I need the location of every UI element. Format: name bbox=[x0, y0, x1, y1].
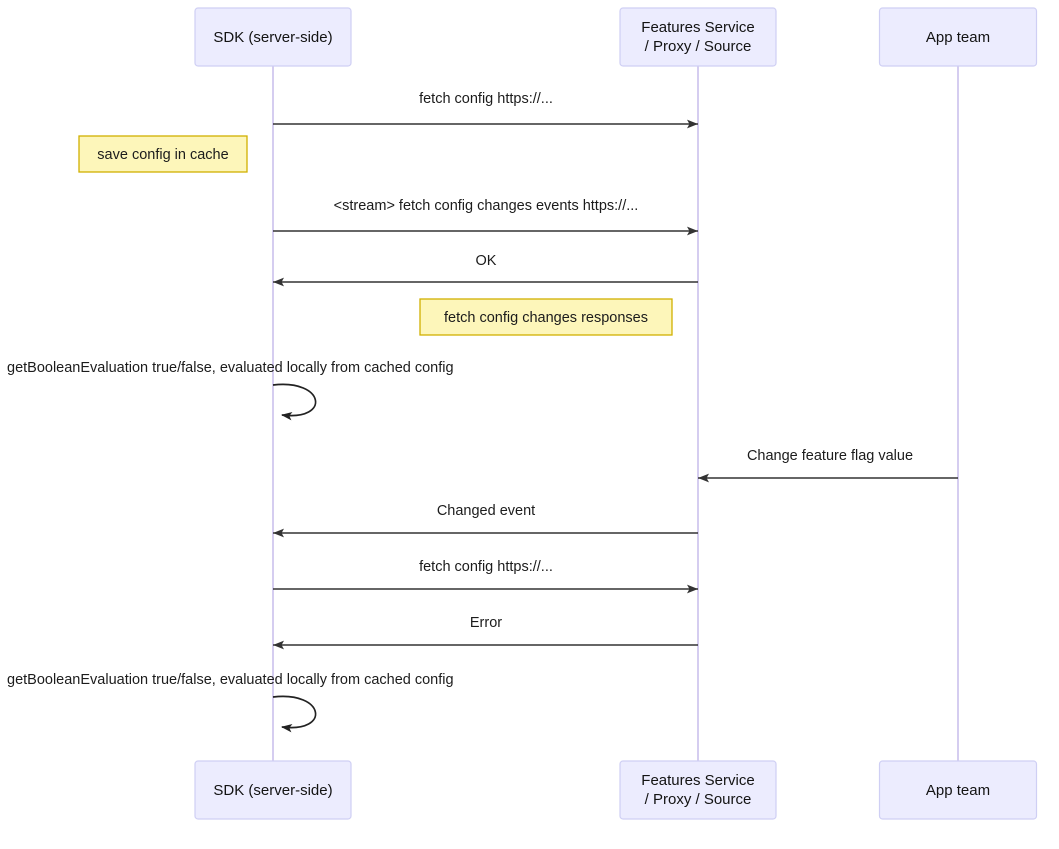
self-message-m4[interactable] bbox=[272, 383, 317, 421]
participant-box-features-top[interactable] bbox=[619, 7, 777, 67]
participants-group: SDK (server-side) SDK (server-side) Featur… bbox=[194, 7, 1038, 820]
message-label-m2: <stream> fetch config changes events htt… bbox=[334, 198, 639, 214]
message-label-m3: OK bbox=[476, 253, 497, 269]
participant-label-features-bottom-line1: Features Service bbox=[641, 772, 754, 789]
participant-label-sdk-bottom: SDK (server-side) bbox=[213, 782, 332, 799]
participant-box-appteam-top[interactable] bbox=[878, 7, 1038, 67]
participant-label-features-top-line2: / Proxy / Source bbox=[645, 38, 752, 55]
participant-box-sdk-top[interactable] bbox=[194, 7, 352, 67]
message-label-m4: getBooleanEvaluation true/false, evaluat… bbox=[7, 360, 454, 376]
message-label-m1: fetch config https://... bbox=[419, 91, 553, 107]
note-box-n2[interactable] bbox=[419, 298, 673, 336]
note-box-n1[interactable] bbox=[78, 135, 248, 173]
participant-label-appteam-top: App team bbox=[926, 29, 990, 46]
message-label-m5: Change feature flag value bbox=[747, 448, 913, 464]
message-label-m7: fetch config https://... bbox=[419, 559, 553, 575]
messages-group: fetch config https://... <stream> fetch c… bbox=[7, 91, 958, 733]
participant-box-features-bottom[interactable] bbox=[619, 760, 777, 820]
participant-label-sdk-top: SDK (server-side) bbox=[213, 29, 332, 46]
message-label-m9: getBooleanEvaluation true/false, evaluat… bbox=[7, 672, 454, 688]
participant-label-appteam-bottom: App team bbox=[926, 782, 990, 799]
participant-label-features-bottom-line2: / Proxy / Source bbox=[645, 791, 752, 808]
participant-label-features-top-line1: Features Service bbox=[641, 19, 754, 36]
note-label-n1: save config in cache bbox=[97, 147, 228, 163]
participant-box-appteam-bottom[interactable] bbox=[878, 760, 1038, 820]
notes-group: save config in cache fetch config changes… bbox=[78, 135, 673, 336]
lifelines-group bbox=[272, 66, 959, 761]
self-message-m9[interactable] bbox=[272, 695, 317, 733]
message-label-m6: Changed event bbox=[437, 503, 535, 519]
note-label-n2: fetch config changes responses bbox=[444, 310, 648, 326]
participant-box-sdk-bottom[interactable] bbox=[194, 760, 352, 820]
message-label-m8: Error bbox=[470, 615, 502, 631]
